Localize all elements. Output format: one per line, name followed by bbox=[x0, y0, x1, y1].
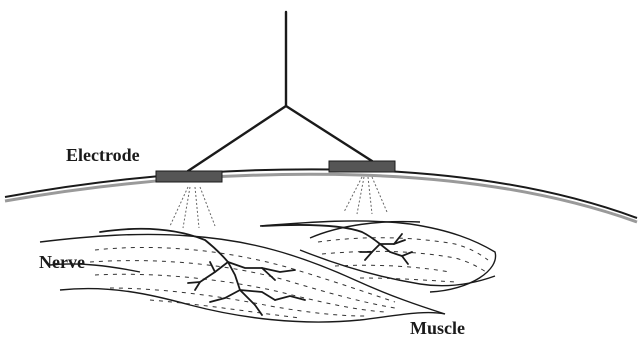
electrode-pad-right bbox=[329, 161, 395, 172]
lead-wire bbox=[188, 12, 372, 171]
muscle-fibers-left bbox=[90, 247, 395, 318]
nerve-left bbox=[100, 229, 305, 315]
nerve-label: Nerve bbox=[39, 253, 85, 271]
muscle-label: Muscle bbox=[410, 319, 465, 337]
electrode-label: Electrode bbox=[66, 146, 140, 164]
nerve-right bbox=[262, 225, 412, 264]
electrode-pad-left bbox=[156, 171, 222, 182]
skin-surface bbox=[5, 169, 637, 222]
